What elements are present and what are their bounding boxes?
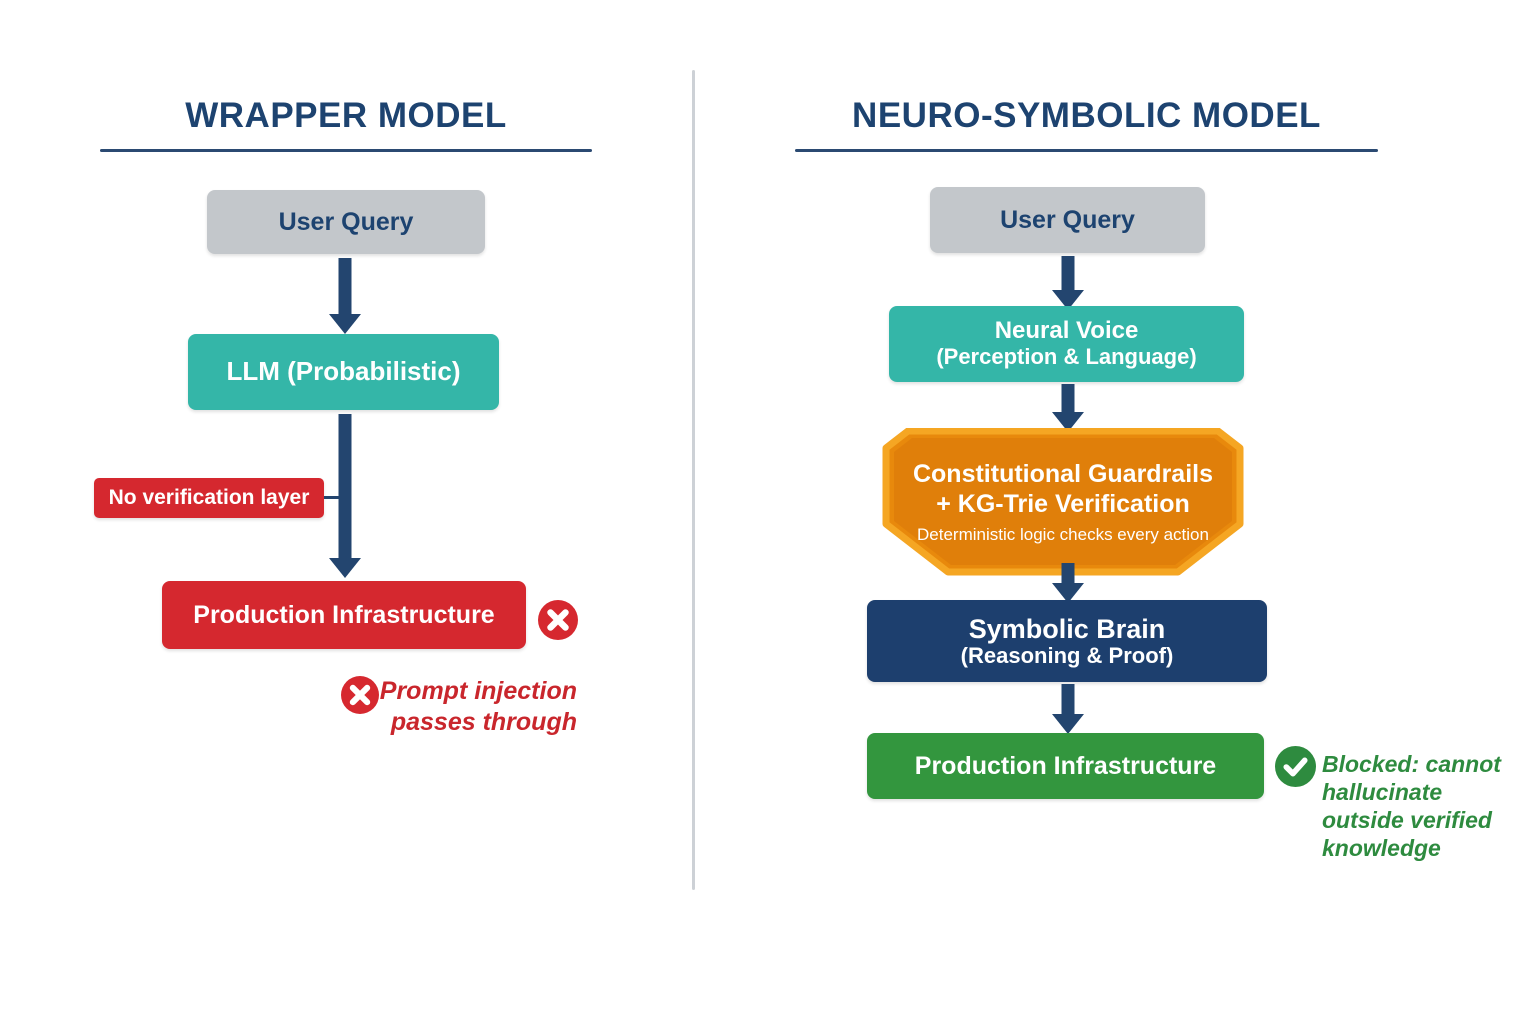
guardrails-shield[interactable]: Constitutional Guardrails + KG-Trie Veri… [878,428,1248,576]
right-annotation-line2: hallucinate [1322,779,1443,806]
right-arrow-2 [1035,384,1101,432]
left-annotation-line1: Prompt injection [379,677,577,705]
left-annotation-line2: passes through [390,707,577,736]
right-node-symbolic-brain-line1: Symbolic Brain [968,613,1166,644]
left-arrow-1 [312,258,378,334]
left-annotation: Prompt injection passes through [330,676,577,737]
left-node-production-infrastructure[interactable]: Production Infrastructure [162,581,526,649]
right-node-symbolic-brain[interactable]: Symbolic Brain (Reasoning & Proof) [867,600,1267,682]
right-node-user-query-label: User Query [1000,206,1135,234]
left-arrow-2 [312,414,378,578]
x-circle-icon-annotation [341,676,379,719]
no-verification-badge-label: No verification layer [108,486,310,509]
right-node-neural-voice[interactable]: Neural Voice (Perception & Language) [889,306,1244,382]
column-divider [692,70,695,890]
right-node-neural-voice-line2: (Perception & Language) [936,344,1197,370]
left-node-llm[interactable]: LLM (Probabilistic) [188,334,499,410]
no-verification-badge[interactable]: No verification layer [94,478,324,518]
right-node-neural-voice-line1: Neural Voice [994,317,1139,345]
right-annotation-line4: knowledge [1322,835,1441,862]
left-title-underline [100,149,592,152]
left-column-title: WRAPPER MODEL [185,96,507,135]
left-node-user-query[interactable]: User Query [207,190,485,254]
right-annotation: Blocked: cannot hallucinate outside veri… [1322,750,1522,862]
right-node-symbolic-brain-line2: (Reasoning & Proof) [960,642,1174,668]
left-node-production-label: Production Infrastructure [193,601,495,629]
right-node-production-label: Production Infrastructure [914,752,1217,780]
right-arrow-1 [1035,256,1101,310]
right-column-title: NEURO-SYMBOLIC MODEL [852,96,1321,135]
left-node-user-query-label: User Query [278,208,414,236]
right-node-production-infrastructure[interactable]: Production Infrastructure [867,733,1264,799]
badge-connector [324,496,345,499]
right-node-user-query[interactable]: User Query [930,187,1205,253]
x-circle-icon [538,600,578,645]
left-node-llm-label: LLM (Probabilistic) [226,356,461,387]
check-circle-icon [1275,746,1316,792]
right-title-underline [795,149,1378,152]
right-annotation-line3: outside verified [1322,807,1492,834]
right-arrow-4 [1035,684,1101,734]
right-annotation-line1: Blocked: cannot [1322,751,1501,777]
right-arrow-3 [1035,563,1101,603]
